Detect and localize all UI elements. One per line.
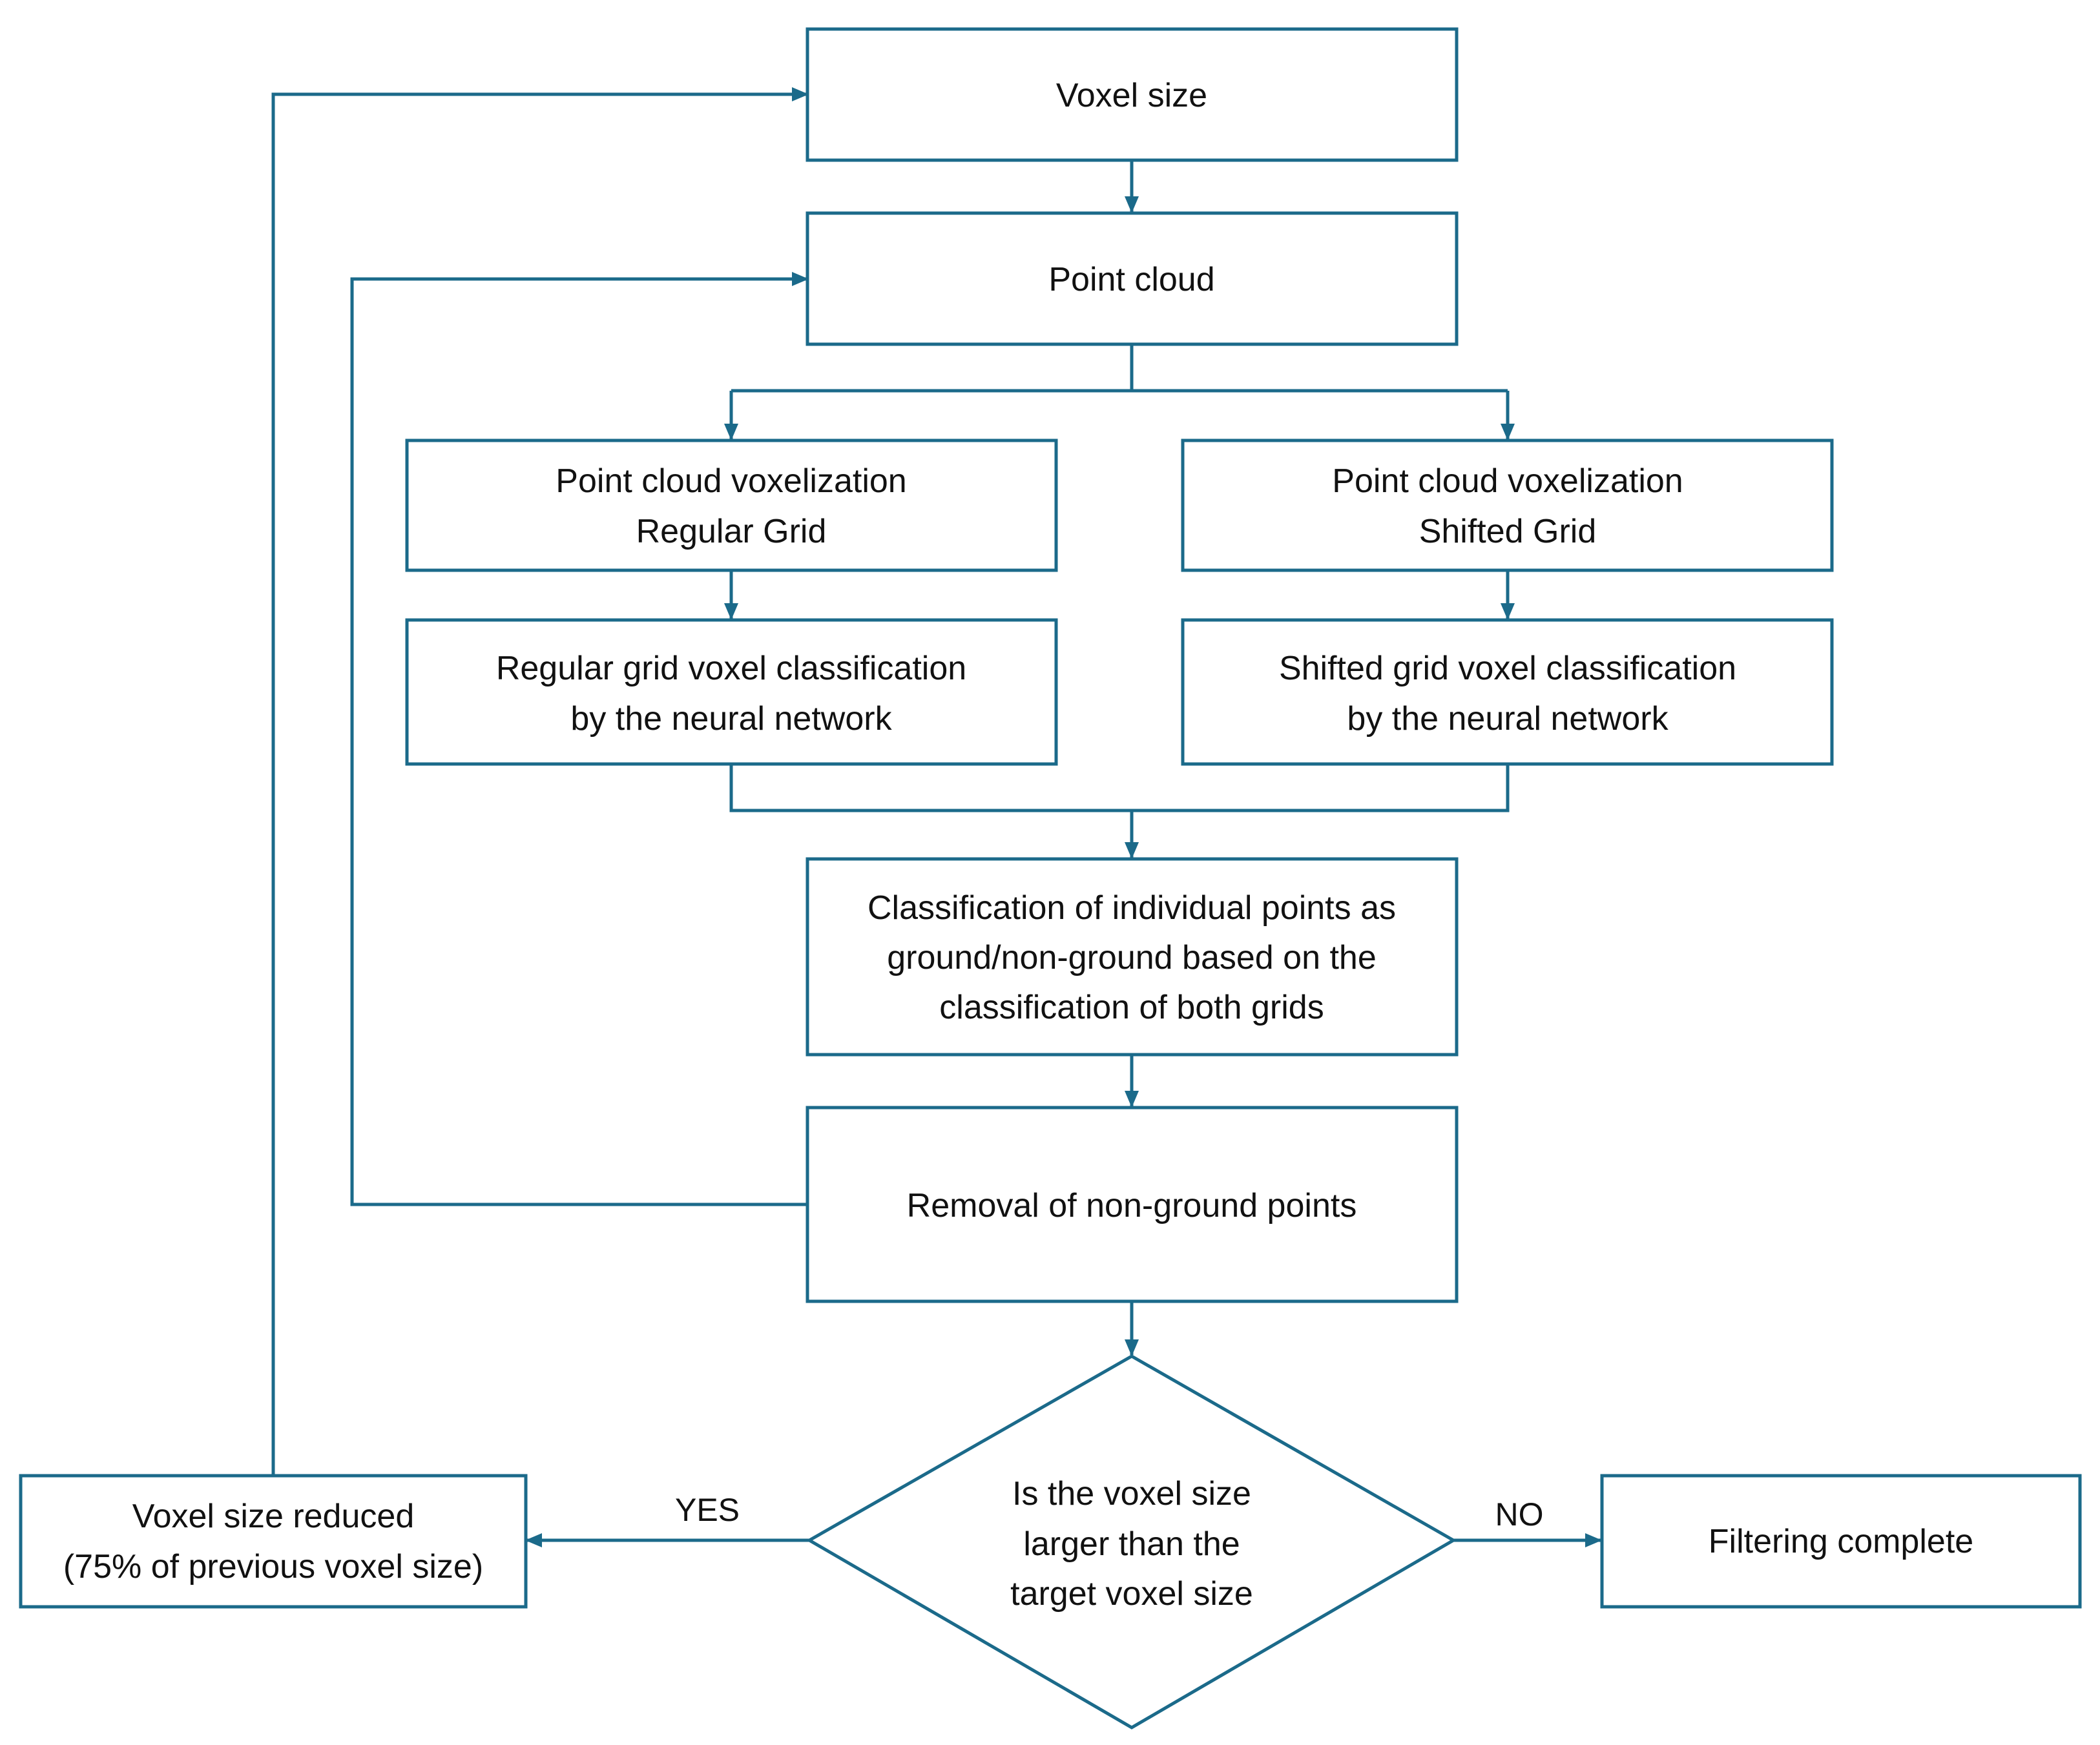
edge-label-no: NO bbox=[1495, 1496, 1544, 1533]
loop-reduced-to-voxel-size bbox=[271, 87, 809, 1476]
node-class-regular: Regular grid voxel classification by the… bbox=[405, 618, 1058, 766]
connectors bbox=[271, 87, 1602, 1547]
loop-removal-to-pointcloud bbox=[350, 272, 809, 1206]
node-removal: Removal of non-ground points bbox=[806, 1106, 1459, 1303]
node-vox-regular-line2: Regular Grid bbox=[636, 513, 827, 550]
node-class-shifted-line2: by the neural network bbox=[1347, 700, 1669, 738]
node-vox-regular-line1: Point cloud voxelization bbox=[556, 462, 906, 500]
node-reduced-line1: Voxel size reduced bbox=[132, 1498, 415, 1535]
node-vox-shifted-line1: Point cloud voxelization bbox=[1332, 462, 1683, 500]
split-pointcloud-to-voxelizations bbox=[731, 344, 1508, 393]
node-decision-line2: larger than the bbox=[1023, 1525, 1240, 1563]
node-point-cloud-label: Point cloud bbox=[1048, 261, 1214, 298]
node-class-points-line2: ground/non-ground based on the bbox=[887, 939, 1377, 976]
node-class-shifted: Shifted grid voxel classification by the… bbox=[1181, 618, 1834, 766]
node-vox-regular: Point cloud voxelization Regular Grid bbox=[405, 439, 1058, 572]
node-point-cloud: Point cloud bbox=[806, 211, 1459, 346]
node-complete: Filtering complete bbox=[1600, 1474, 2082, 1609]
node-decision-line3: target voxel size bbox=[1010, 1575, 1253, 1613]
node-reduced-line2: (75% of previous voxel size) bbox=[63, 1548, 483, 1585]
edge-label-yes: YES bbox=[675, 1492, 740, 1528]
node-class-points-line3: classification of both grids bbox=[939, 989, 1324, 1026]
node-class-points-line1: Classification of individual points as bbox=[868, 889, 1396, 927]
node-class-points: Classification of individual points as g… bbox=[806, 857, 1459, 1057]
node-class-regular-line1: Regular grid voxel classification bbox=[496, 650, 966, 687]
node-voxel-size-label: Voxel size bbox=[1056, 77, 1207, 114]
node-voxel-size: Voxel size bbox=[806, 27, 1459, 162]
node-class-shifted-line1: Shifted grid voxel classification bbox=[1279, 650, 1736, 687]
node-complete-label: Filtering complete bbox=[1709, 1523, 1973, 1560]
node-removal-label: Removal of non-ground points bbox=[907, 1187, 1357, 1224]
node-decision: Is the voxel size larger than the target… bbox=[806, 1354, 1457, 1730]
node-vox-shifted: Point cloud voxelization Shifted Grid bbox=[1181, 439, 1834, 572]
node-decision-line1: Is the voxel size bbox=[1012, 1475, 1251, 1513]
merge-classifications bbox=[729, 764, 1510, 812]
node-class-regular-line2: by the neural network bbox=[570, 700, 892, 738]
node-reduced: Voxel size reduced (75% of previous voxe… bbox=[19, 1474, 528, 1609]
node-vox-shifted-line2: Shifted Grid bbox=[1419, 513, 1597, 550]
